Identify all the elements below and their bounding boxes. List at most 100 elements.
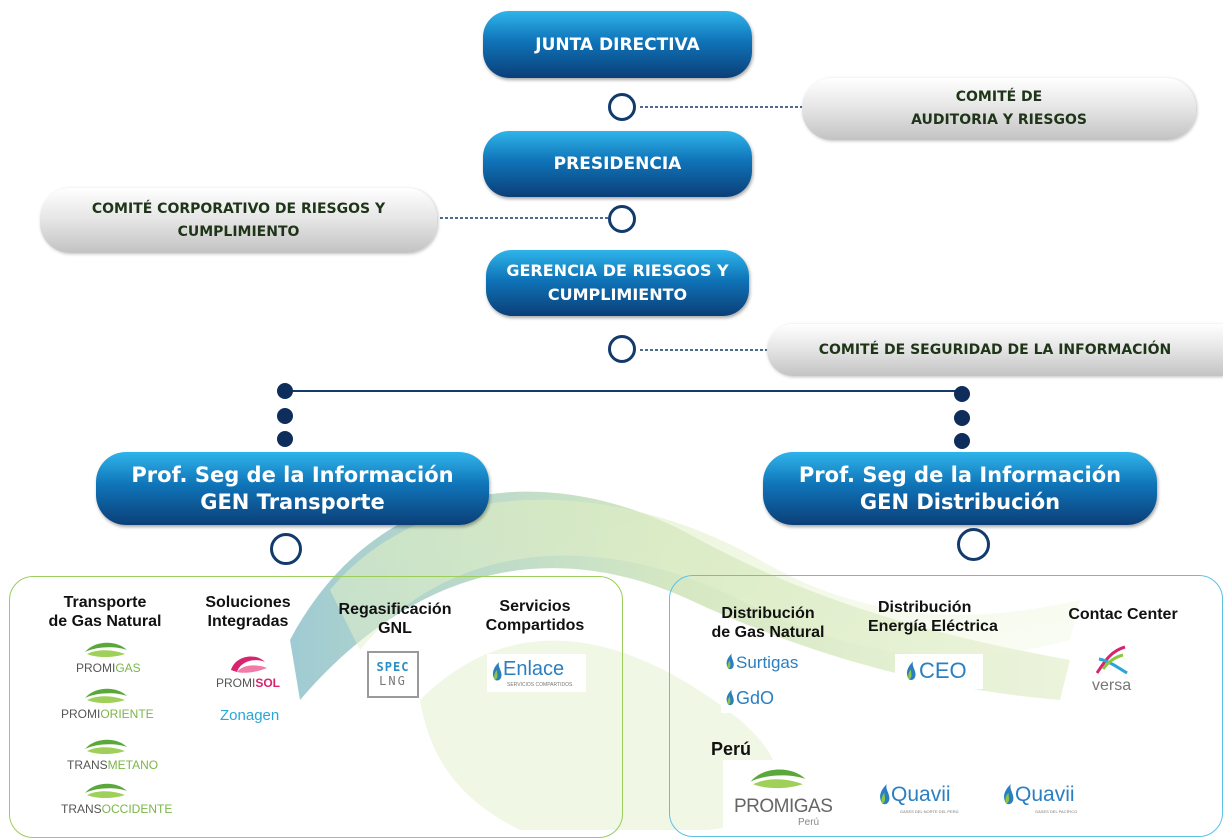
quavii-1-sub: GASES DEL NORTE DEL PERÚ [900,809,959,814]
surtigas-logo: Surtigas [721,648,808,678]
distribution-col2-header: Distribución Energía Eléctrica [868,598,1018,636]
comite-auditoria-line2: AUDITORIA Y RIESGOS [911,112,1087,128]
distribution-col3-header: Contac Center [1068,606,1178,623]
gerencia-line2: CUMPLIMIENTO [547,285,688,304]
left-dot-1 [277,383,293,399]
promigas-leaf-icon [85,642,127,657]
comite-corporativo-box: COMITÉ CORPORATIVO DE RIESGOS Y CUMPLIMI… [40,188,437,253]
promisol-swirl-icon [231,656,267,673]
promisol-logo: PROMISOL [216,676,280,690]
enlace-drop-icon [492,662,502,681]
gdo-logo: GdO [721,683,779,713]
transport-col3-line1: Regasificación [338,601,452,618]
comite-corporativo-line1: COMITÉ CORPORATIVO DE RIESGOS Y [91,200,386,217]
transmetano-leaf-icon [85,739,127,754]
surtigas-text: Surtigas [736,653,799,672]
presidencia-box: PRESIDENCIA [483,131,752,197]
transoccidente-logo: TRANSOCCIDENTE [61,802,172,816]
lng-text: LNG [379,674,407,688]
spec-lng-logo: SPEC LNG [367,651,419,698]
right-dot-3 [954,433,970,449]
ceo-drop-icon [906,661,916,681]
transport-col2-line1: Soluciones [205,594,291,611]
promigas-text-a: PROMI [76,661,116,675]
ceo-logo: CEO [895,654,983,689]
transoccidente-text-a: TRANS [61,802,102,816]
distribution-col1-line1: Distribución [721,605,815,622]
gerencia-line1: GERENCIA DE RIESGOS Y [506,261,729,280]
transport-col3-line2: GNL [378,620,412,637]
transmetano-logo: TRANSMETANO [67,758,158,772]
comite-seguridad-label: COMITÉ DE SEGURIDAD DE LA INFORMACIÓN [818,341,1172,358]
promisol-text-b: SOL [255,676,281,690]
transport-col2-header: Soluciones Integradas [188,593,308,631]
left-dot-3 [277,431,293,447]
distribution-col1-header: Distribución de Gas Natural [698,604,838,642]
transporte-line1: Prof. Seg de la Información [131,462,454,487]
comite-auditoria-box: COMITÉ DE AUDITORIA Y RIESGOS [802,78,1196,140]
distribucion-branch-box: Prof. Seg de la Información GEN Distribu… [763,452,1157,525]
promioriente-logo: PROMIORIENTE [61,707,154,721]
promioriente-text-a: PROMI [61,707,101,721]
transport-col2-line2: Integradas [207,613,289,630]
transporte-ring [270,533,302,565]
quavii-1-drop-icon [880,784,890,805]
quavii-2-text: Quavii [1015,783,1075,806]
transmetano-text-b: METANO [107,758,159,772]
promioriente-text-b: ORIENTE [100,707,154,721]
distribucion-line1: Prof. Seg de la Información [798,462,1122,487]
transport-col4-header: Servicios Compartidos [470,597,600,635]
ceo-text: CEO [919,658,967,683]
gdo-drop-icon [726,689,734,706]
transporte-branch-box: Prof. Seg de la Información GEN Transpor… [96,452,489,525]
right-dot-2 [954,410,970,426]
transoccidente-text-b: OCCIDENTE [101,802,173,816]
quavii-2-sub: GASES DEL PACÍFICO [1035,809,1078,814]
quavii-2-drop-icon [1004,784,1014,805]
junta-directiva-box: JUNTA DIRECTIVA [483,11,752,78]
spec-text: SPEC [376,660,410,674]
comite-seguridad-box: COMITÉ DE SEGURIDAD DE LA INFORMACIÓN [767,324,1223,376]
comite-auditoria-line1: COMITÉ DE [955,89,1043,105]
enlace-text: Enlace [503,658,565,680]
peru-label: Perú [711,739,752,759]
surtigas-drop-icon [726,653,734,670]
distribution-col1-line2: de Gas Natural [711,624,825,641]
distribution-col2-line2: Energía Eléctrica [868,618,998,635]
promisol-text-a: PROMI [216,676,256,690]
distribution-col2-line1: Distribución [878,599,972,616]
zonagen-logo: Zonagen [220,707,280,724]
transport-col1-line1: Transporte [63,594,147,611]
presidencia-label: PRESIDENCIA [553,154,682,174]
promigas-peru-sub: Perú [798,817,820,828]
transport-col4-line1: Servicios [499,598,571,615]
junta-directiva-label: JUNTA DIRECTIVA [535,34,700,55]
distribucion-line2: GEN Distribución [859,489,1061,514]
promigas-peru-text: PROMIGAS [734,796,833,817]
transport-col1-line2: de Gas Natural [48,613,162,630]
transport-col4-line2: Compartidos [485,617,585,634]
versa-mark-icon [1095,645,1128,675]
presidencia-ring [608,205,636,233]
promigas-text-b: GAS [115,661,141,675]
transoccidente-leaf-icon [85,783,127,798]
enlace-logo: Enlace SERVICIOS COMPARTIDOS [487,654,586,692]
transporte-line2: GEN Transporte [200,489,385,514]
gerencia-riesgos-box: GERENCIA DE RIESGOS Y CUMPLIMIENTO [486,250,749,316]
transport-col3-header: Regasificación GNL [320,600,470,638]
versa-text: versa [1092,677,1132,694]
gdo-text: GdO [736,688,775,708]
right-dot-1 [954,386,970,402]
junta-ring [608,93,636,121]
comite-corporativo-line2: CUMPLIMIENTO [177,223,300,240]
promioriente-leaf-icon [85,688,127,703]
enlace-sub-text: SERVICIOS COMPARTIDOS [507,682,573,688]
promigas-peru-leaf-icon [750,769,806,789]
transmetano-text-a: TRANS [67,758,108,772]
gerencia-ring [608,335,636,363]
promigas-logo: PROMIGAS [76,661,141,675]
quavii-1-text: Quavii [891,783,951,806]
transport-col1-header: Transporte de Gas Natural [20,593,190,631]
distribucion-ring [957,528,990,561]
